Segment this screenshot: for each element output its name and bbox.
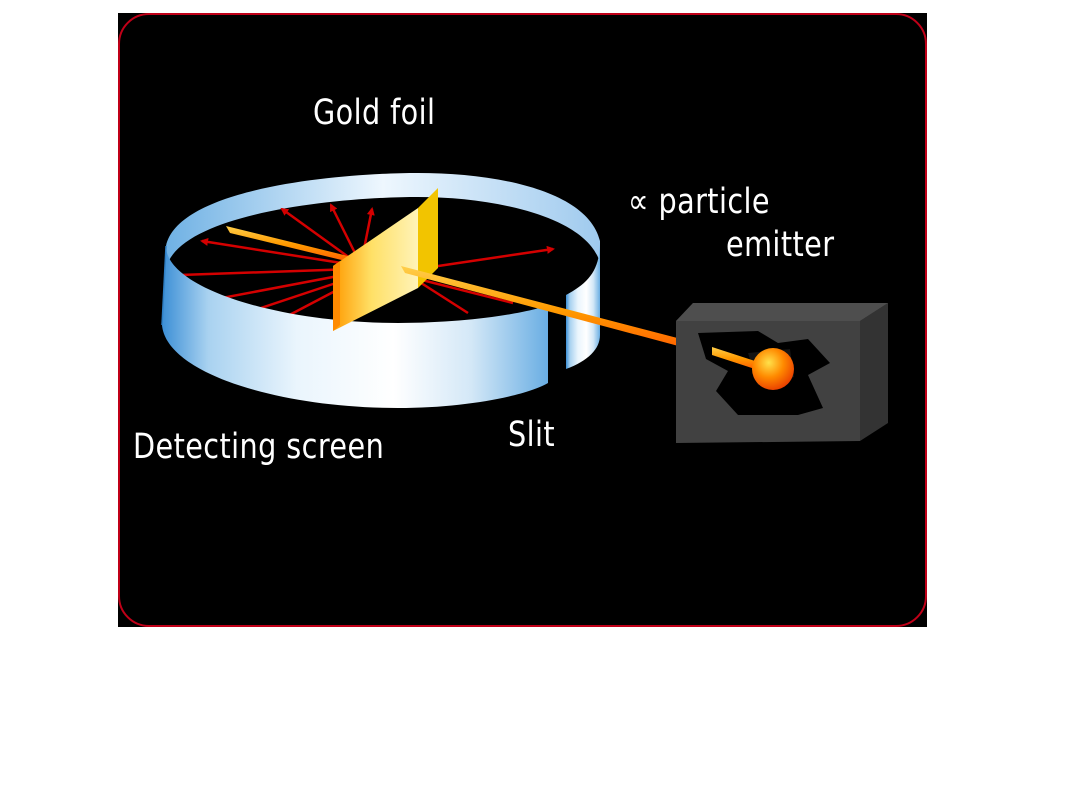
detecting-screen-label: Detecting screen	[133, 427, 385, 467]
alpha-source	[712, 347, 794, 390]
alpha-beam-back	[226, 226, 354, 263]
slit-label: Slit	[508, 415, 556, 455]
gold-foil	[333, 188, 438, 331]
detecting-screen	[161, 241, 600, 408]
gold-foil-label: Gold foil	[313, 93, 436, 133]
rutherford-apparatus	[161, 173, 888, 443]
diagram-panel: Gold foil ∝ particle emitter Detecting s…	[118, 13, 927, 627]
alpha-beam	[401, 266, 712, 355]
detecting-screen-back	[166, 173, 600, 268]
alpha-particle-label: ∝ particle	[628, 182, 770, 222]
emitter-label: emitter	[726, 225, 835, 265]
